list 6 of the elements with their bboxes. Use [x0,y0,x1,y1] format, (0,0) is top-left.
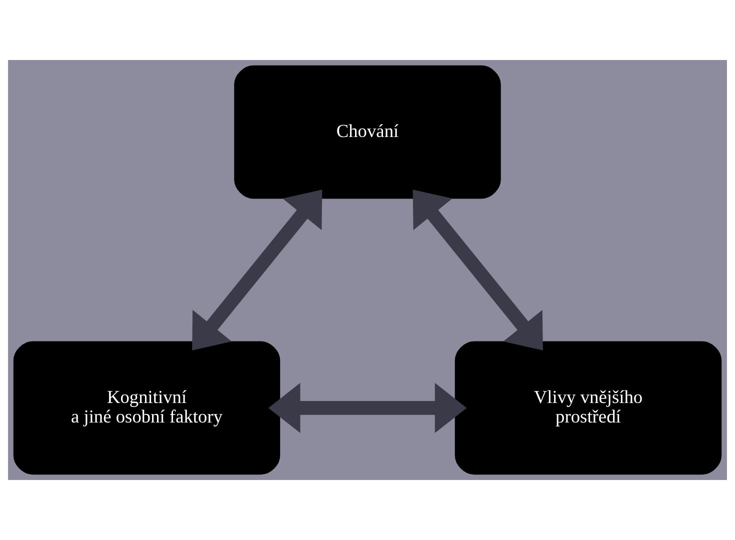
node-box: Vlivy vnějšího prostředí [454,341,722,475]
arrow [268,382,467,434]
arrow [192,190,322,350]
node-box: Kognitivní a jiné osobní faktory [13,341,280,475]
node-box: Chování [234,65,501,199]
arrow [412,190,543,350]
